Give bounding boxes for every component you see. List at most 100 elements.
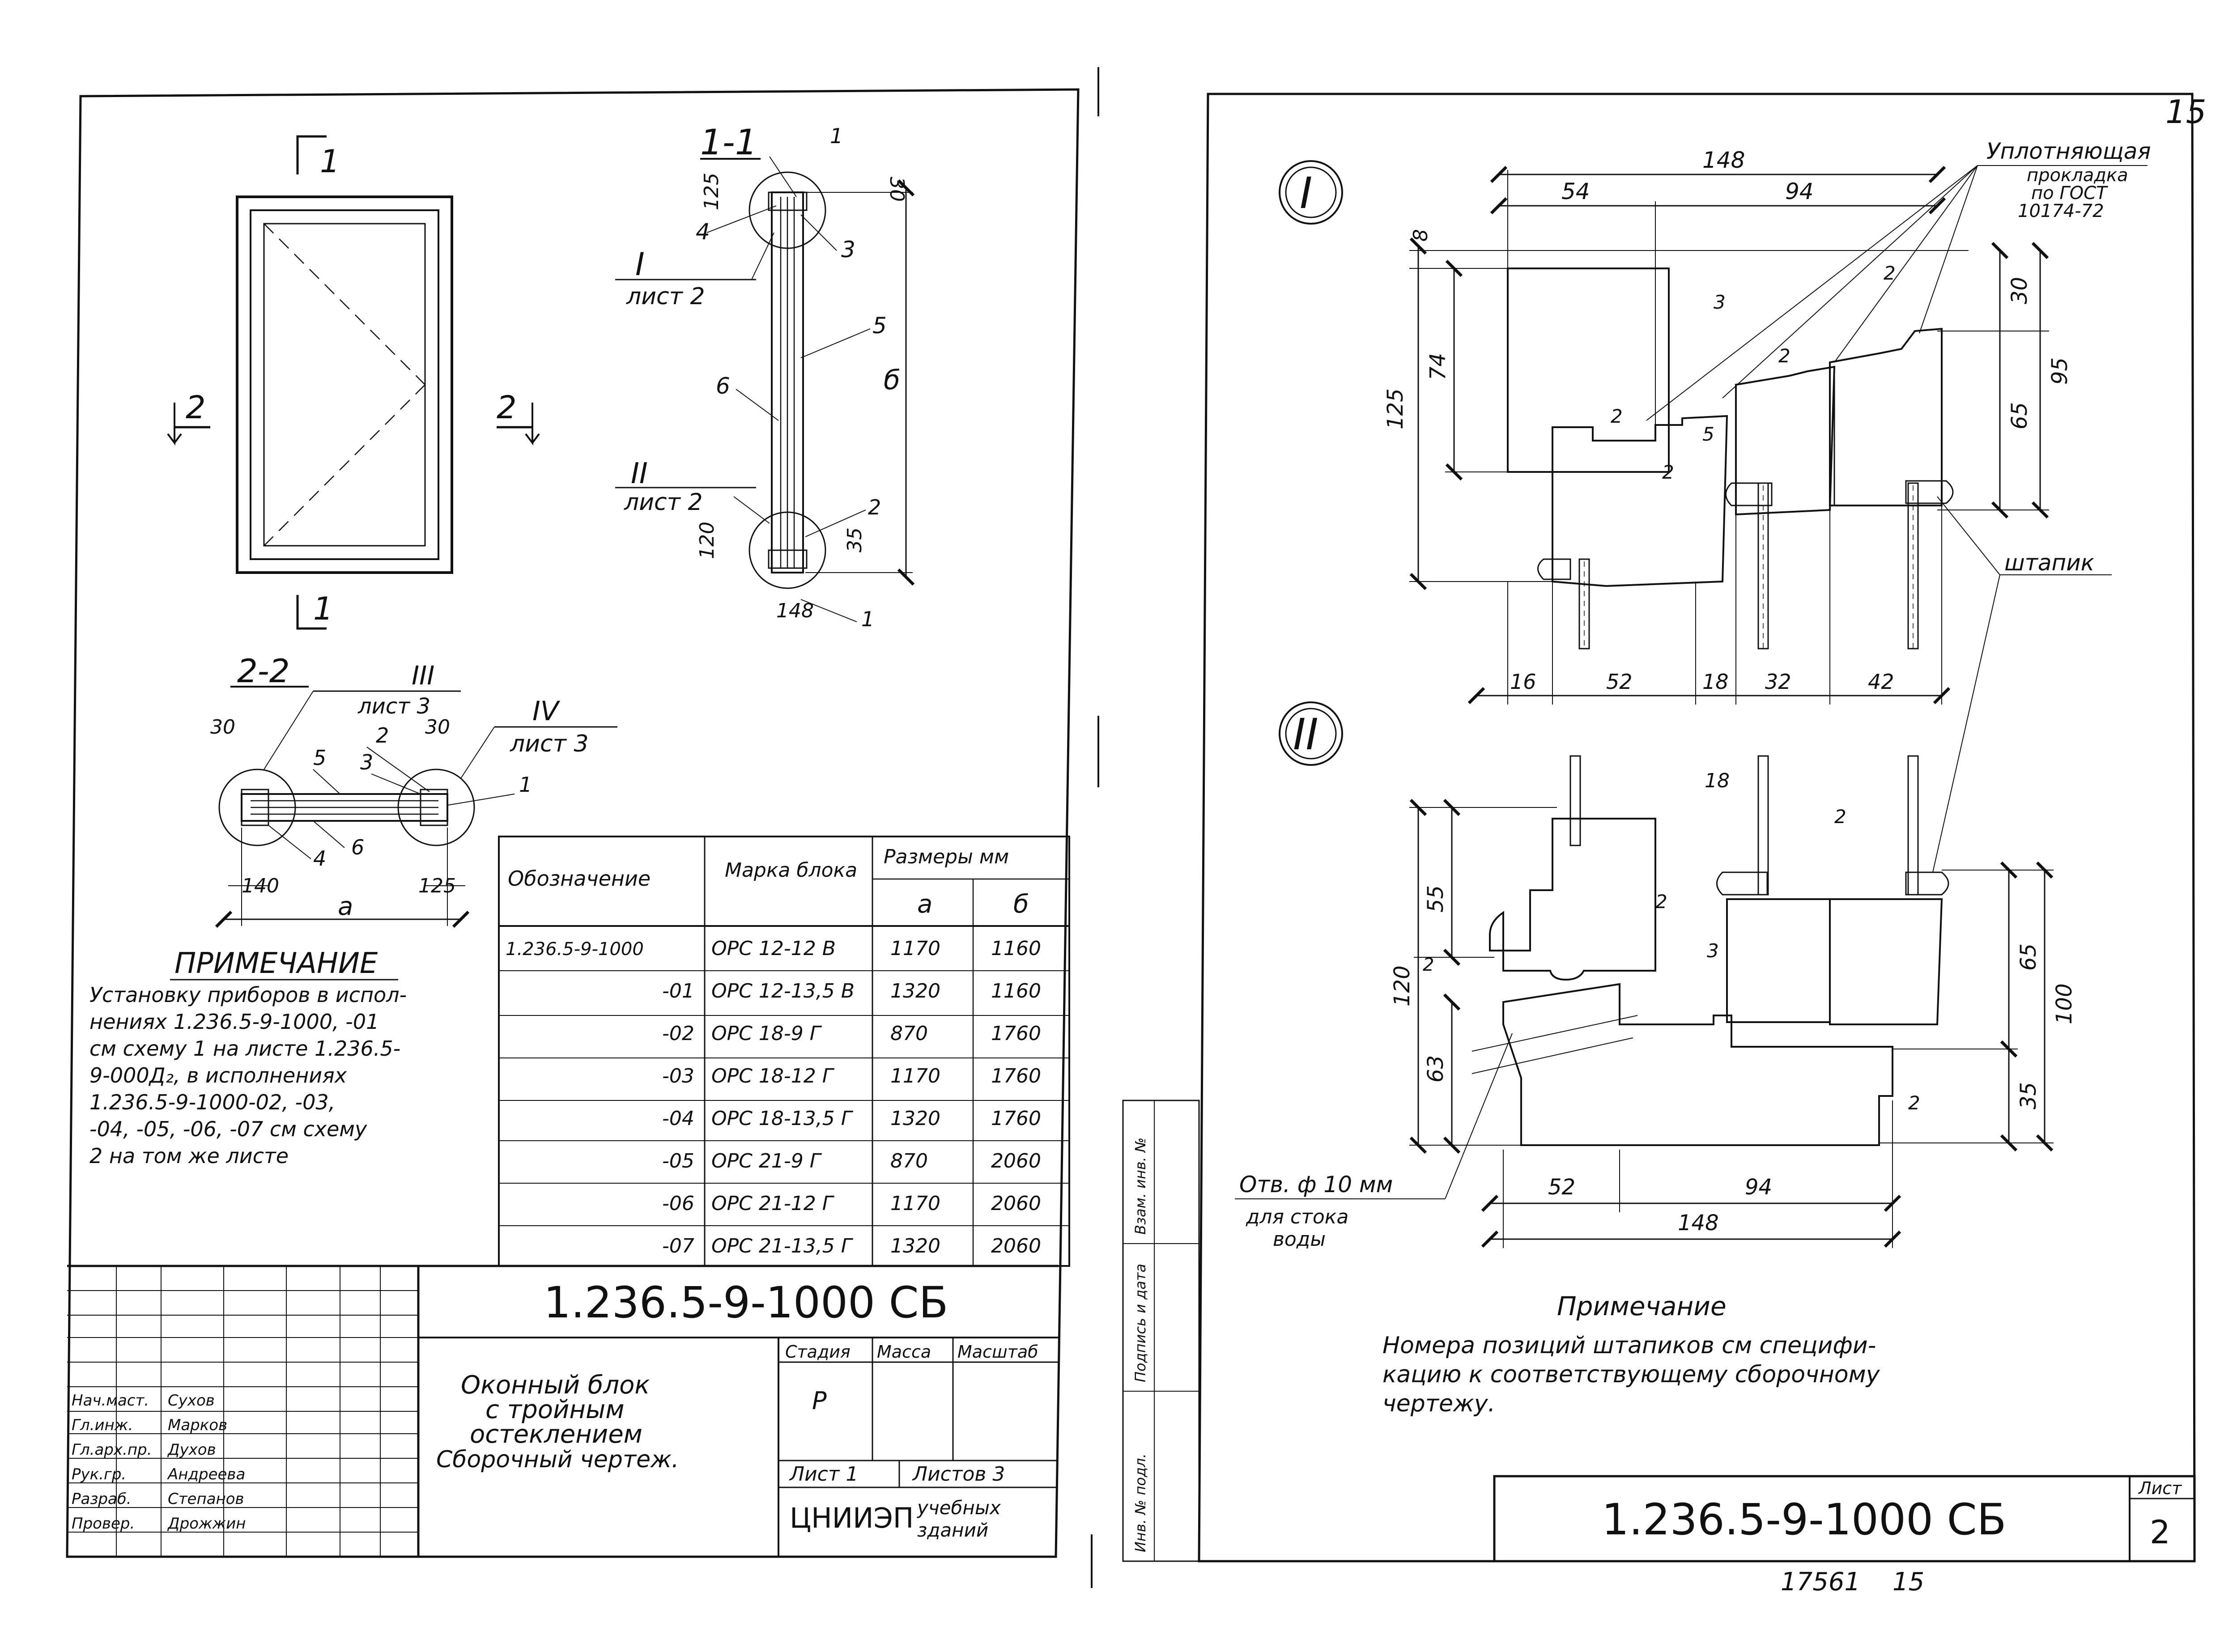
left-note-title: ПРИМЕЧАНИЕ	[174, 947, 378, 980]
callout-III-number: III	[412, 660, 434, 691]
dim-label: 95	[2047, 357, 2072, 385]
signature-name: Степанов	[168, 1490, 244, 1508]
dim-label: 2	[1611, 405, 1623, 427]
archive-number: 17561	[1781, 1567, 1860, 1597]
pos-label: 3	[360, 750, 373, 774]
dim-label: 140	[242, 875, 279, 897]
dim-label: 2	[1662, 461, 1674, 483]
table-cell-b: 2060	[991, 1192, 1041, 1215]
callout-IV-number: IV	[532, 696, 561, 727]
table-cell-designation: -05	[662, 1150, 694, 1172]
dim-label: 94	[1785, 178, 1814, 204]
callout-III-sheet: лист 3	[357, 694, 430, 719]
note-line: 1.236.5-9-1000-02, -03,	[89, 1090, 335, 1114]
dim-label: 2	[1655, 891, 1667, 913]
signature-role: Провер.	[72, 1515, 135, 1533]
dim-label: 148	[1678, 1210, 1719, 1236]
fold-marks	[1091, 67, 1099, 1588]
right-note: Примечание Номера позиций штапиков см сп…	[1382, 1291, 1880, 1417]
detail-II-label: II	[1293, 709, 1318, 760]
spec-table: Обозначение Марка блока Размеры мм а б 1…	[498, 836, 1070, 1267]
table-cell-designation: -01	[662, 980, 694, 1002]
top-page-number: 15	[2165, 93, 2207, 131]
th-mark: Марка блока	[725, 859, 857, 882]
dim-label: 18	[1702, 670, 1729, 694]
table-cell-b: 1160	[991, 980, 1041, 1002]
pos-label: 4	[313, 846, 326, 871]
dim-label: a	[338, 892, 353, 921]
dim-label: 42	[1868, 670, 1894, 694]
table-cell-a: 1320	[890, 1235, 940, 1257]
signature-name: Духов	[167, 1441, 216, 1459]
hole-note-line: Отв. ф 10 мм	[1239, 1172, 1393, 1198]
seal-note-line: Уплотняющая	[1986, 138, 2151, 164]
left-note: ПРИМЕЧАНИЕ Установку приборов в испол- н…	[89, 947, 407, 1168]
left-title-block: Нач.маст.СуховГл.инж.МарковГл.арх.пр.Дух…	[67, 1265, 1058, 1557]
callout-I-number: I	[635, 246, 645, 283]
org-name: ЦНИИЭП	[790, 1502, 914, 1534]
table-cell-b: 1160	[991, 937, 1041, 960]
table-cell-b: 1760	[991, 1022, 1041, 1045]
title-line: остеклением	[470, 1420, 642, 1449]
note-line: нениях 1.236.5-9-1000, -01	[89, 1010, 379, 1034]
table-cell-b: 1760	[991, 1065, 1041, 1087]
title-line: Сборочный чертеж.	[436, 1446, 679, 1473]
right-sheet-label: Лист	[2138, 1478, 2182, 1498]
dim-label: 16	[1510, 670, 1536, 694]
table-cell-a: 1170	[890, 1065, 940, 1087]
pos-label: 1	[861, 607, 874, 631]
callout-II-number: II	[631, 457, 648, 490]
dim-label: 52	[1606, 670, 1633, 694]
seal-note-line: по ГОСТ	[2031, 183, 2109, 204]
right-sheet: 15 Инв. № подл. Подпись и дата Взам. инв…	[1122, 93, 2207, 1597]
callout-IV-sheet: лист 3	[510, 730, 589, 757]
dim-label: 55	[1423, 885, 1448, 913]
dim-label: 8	[1409, 229, 1432, 242]
right-doc-code: 1.236.5-9-1000 СБ	[1602, 1495, 2007, 1545]
signature-name: Дрожжин	[167, 1515, 246, 1533]
signature-role: Гл.арх.пр.	[72, 1441, 152, 1459]
dim-label: 120	[696, 522, 719, 559]
dim-label: 30	[210, 716, 235, 739]
detail-II: II 55 120 63	[1235, 701, 2077, 1251]
dim-label: 52	[1548, 1175, 1575, 1200]
dim-label: 35	[2016, 1082, 2041, 1109]
pos-label: 2	[376, 723, 389, 747]
bead-label: штапик	[2004, 550, 2094, 576]
title-line: с тройным	[485, 1395, 625, 1424]
th-designation: Обозначение	[508, 866, 651, 891]
callout-I-sheet: лист 2	[626, 283, 705, 310]
dim-label: 65	[2016, 943, 2041, 971]
hole-note-line: воды	[1273, 1228, 1326, 1251]
dim-label: 125	[700, 173, 723, 210]
signature-role: Нач.маст.	[72, 1392, 149, 1410]
side-stamp: Инв. № подл. Подпись и дата Взам. инв. №	[1122, 1100, 1200, 1562]
hole-note-line: для стока	[1246, 1206, 1348, 1228]
table-cell-designation: -04	[662, 1107, 694, 1130]
dim-label: 74	[1425, 353, 1450, 380]
signature-name: Сухов	[168, 1392, 215, 1410]
dim-label: 65	[2007, 402, 2032, 429]
table-cell-mark: ОРС 21-9 Г	[711, 1150, 822, 1172]
section-1-top-label: 1	[320, 143, 340, 180]
table-cell-mark: ОРС 21-12 Г	[711, 1192, 835, 1215]
right-title-block: 1.236.5-9-1000 СБ Лист 2	[1493, 1475, 2196, 1563]
note-line: см схему 1 на листе 1.236.5-	[89, 1036, 400, 1061]
table-cell-designation: -07	[662, 1235, 694, 1257]
stamp-replaced-inv: Взам. инв. №	[1132, 1138, 1149, 1235]
dim-label: 35	[843, 527, 866, 552]
org-detail-1: учебных	[916, 1497, 1001, 1519]
pos-label: 4	[696, 219, 710, 245]
th-b: б	[1013, 890, 1029, 919]
table-cell-a: 870	[890, 1150, 928, 1172]
table-cell-designation: -03	[662, 1065, 694, 1087]
sheets-label: Листов 3	[912, 1463, 1005, 1486]
table-cell-mark: ОРС 21-13,5 Г	[711, 1235, 854, 1257]
table-cell-mark: ОРС 18-9 Г	[711, 1022, 822, 1045]
stamp-signature-date: Подпись и дата	[1132, 1264, 1149, 1382]
note-line: Номера позиций штапиков см специфи-	[1382, 1332, 1876, 1359]
left-sheet: 1 1 2 2 1-1 1	[66, 88, 1080, 1558]
window-elevation: 1 1 2 2	[167, 135, 540, 630]
